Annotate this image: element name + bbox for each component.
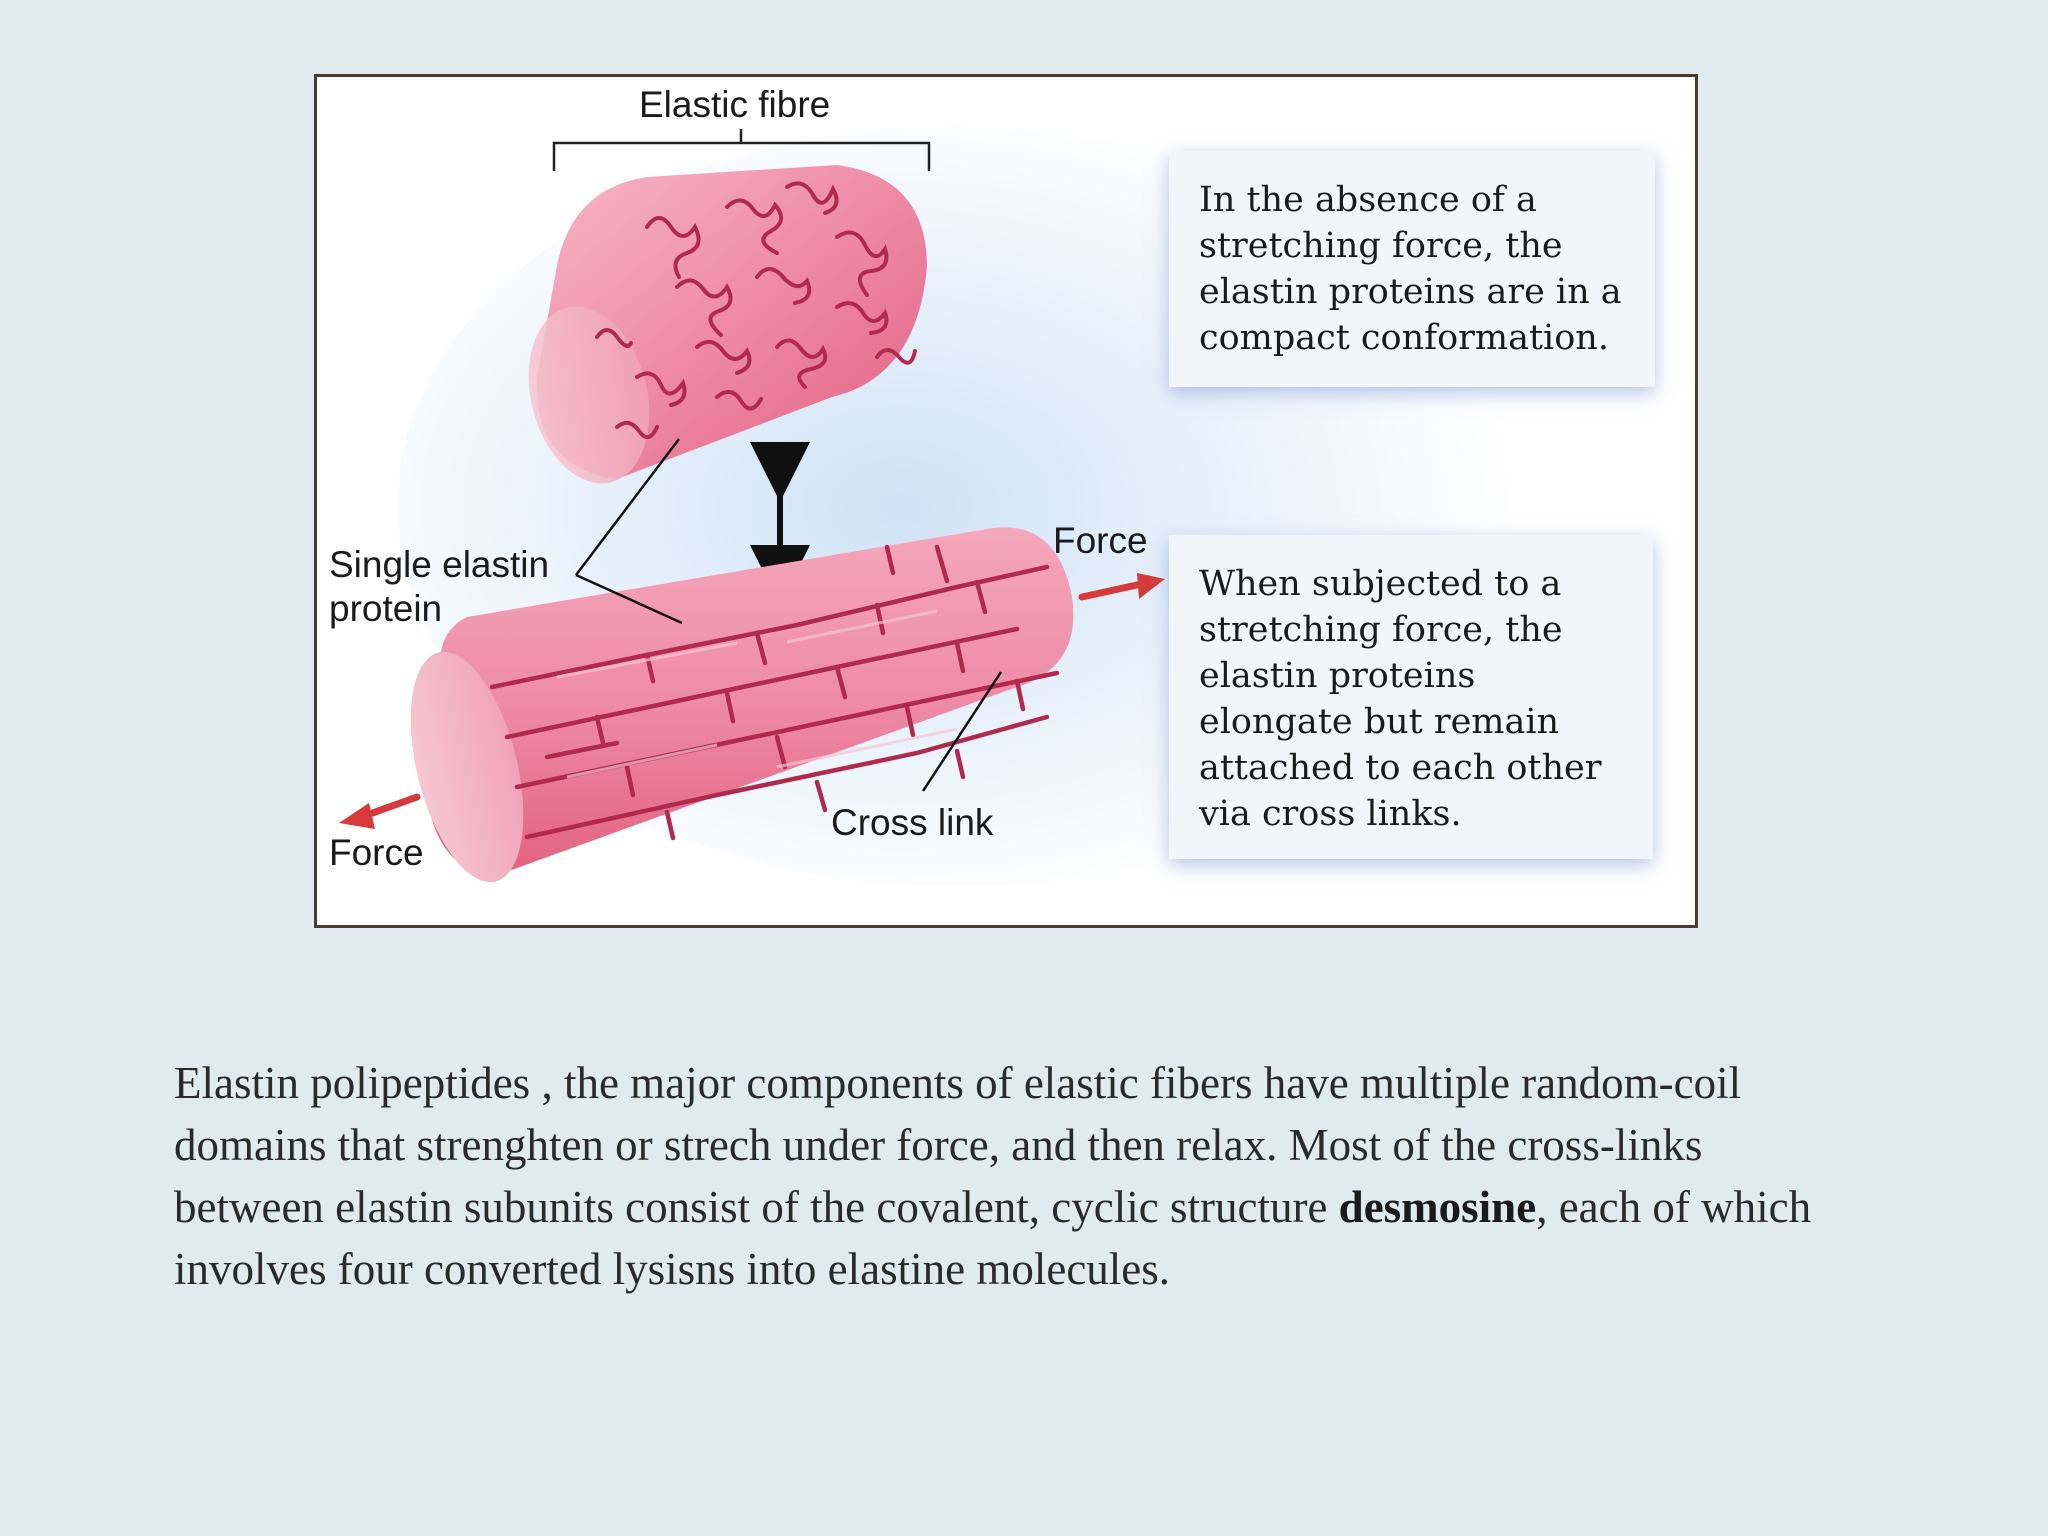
caption-text-part2: , each of which involves four converted … bbox=[174, 1182, 1812, 1294]
cross-link-pointer bbox=[921, 671, 1003, 792]
label-cross-link: Cross link bbox=[831, 802, 994, 843]
single-elastin-pointer-upper bbox=[575, 438, 680, 576]
caption-paragraph: Elastin polipeptides , the major compone… bbox=[174, 1052, 1814, 1300]
relaxed-state-description: In the absence of a stretching force, th… bbox=[1169, 151, 1655, 387]
label-single-elastin-protein: Single elastin protein bbox=[329, 544, 550, 630]
label-elastic-fibre: Elastic fibre bbox=[639, 84, 831, 125]
single-elastin-pointer-lower bbox=[575, 573, 683, 625]
label-force-right: Force bbox=[1053, 520, 1148, 561]
relaxed-elastin-cylinder bbox=[528, 165, 927, 484]
elastin-diagram-figure: Elastic fibre Single elastin protein For… bbox=[314, 74, 1698, 928]
label-force-left: Force bbox=[329, 832, 424, 873]
caption-text-part1: Elastin polipeptides , the major compone… bbox=[174, 1058, 1742, 1232]
caption-bold-term: desmosine bbox=[1338, 1182, 1537, 1232]
force-arrow-right bbox=[1078, 573, 1165, 601]
stretched-state-description: When subjected to a stretching force, th… bbox=[1169, 535, 1653, 859]
stretched-elastin-cylinder bbox=[410, 527, 1074, 883]
force-arrow-left bbox=[339, 793, 421, 829]
